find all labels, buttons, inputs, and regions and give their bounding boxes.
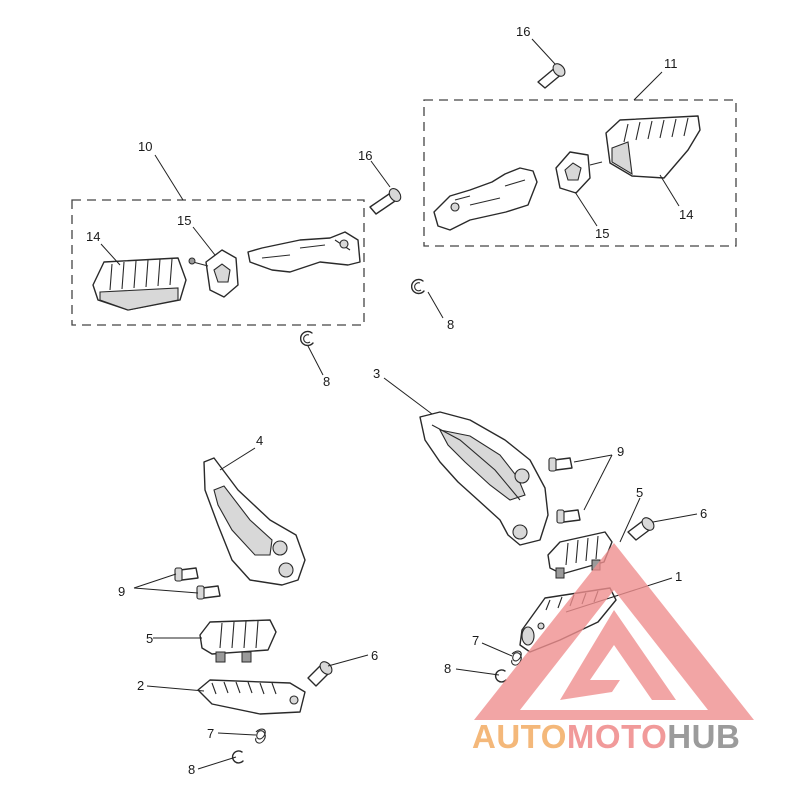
callout-4: 4 <box>256 433 263 448</box>
pin-16-top <box>537 63 566 89</box>
bolt-9-left-upper <box>174 567 199 582</box>
pin-16-middle <box>369 188 402 215</box>
circlip-8-middle <box>410 278 425 295</box>
pin-6-left <box>307 661 333 687</box>
footrest-hanger-right <box>433 167 538 231</box>
spring-7-right <box>511 650 522 666</box>
assembly-box-10 <box>71 199 365 326</box>
callout-16-middle: 16 <box>358 148 372 163</box>
callout-8-left-bottom: 8 <box>188 762 195 777</box>
callout-14-left: 14 <box>86 229 100 244</box>
callout-16-top: 16 <box>516 24 530 39</box>
callout-15-left: 15 <box>177 213 191 228</box>
assembly-box-11 <box>423 99 737 247</box>
watermark-triangle-icon <box>474 543 754 720</box>
callout-8-middle: 8 <box>447 317 454 332</box>
circlip-8-left-bottom <box>231 750 244 764</box>
callout-14-right: 14 <box>679 207 693 222</box>
watermark-auto: AUTO <box>472 718 567 755</box>
callout-6-right: 6 <box>700 506 707 521</box>
bolt-9-left-lower <box>196 585 221 600</box>
callout-15-right: 15 <box>595 226 609 241</box>
callout-1: 1 <box>675 569 682 584</box>
bolt-9-right-upper <box>548 457 573 472</box>
callout-5-right: 5 <box>636 485 643 500</box>
footpeg-2-left <box>197 679 306 715</box>
callout-2: 2 <box>137 678 144 693</box>
callout-8-left-top: 8 <box>323 374 330 389</box>
watermark-hub: HUB <box>667 718 740 755</box>
heel-guard-4 <box>203 457 306 586</box>
mount-plate-15-left <box>188 249 239 298</box>
mount-plate-15-right <box>555 151 603 194</box>
callout-9-right: 9 <box>617 444 624 459</box>
footrest-hanger-left <box>247 231 361 273</box>
watermark-moto: MOTO <box>567 718 667 755</box>
callout-6-left: 6 <box>371 648 378 663</box>
pin-6-right <box>627 517 655 541</box>
footpeg-rubber-5-left <box>199 619 277 663</box>
callout-7-right: 7 <box>472 633 479 648</box>
watermark-a-inner-icon <box>560 610 676 700</box>
callout-7-left: 7 <box>207 726 214 741</box>
spring-7-left <box>255 728 266 744</box>
callout-11: 11 <box>664 56 678 71</box>
svg-text:AUTOMOTOHUB: AUTOMOTOHUB <box>472 718 740 755</box>
callout-8-right-bottom: 8 <box>444 661 451 676</box>
callout-3: 3 <box>373 366 380 381</box>
callout-5-left: 5 <box>146 631 153 646</box>
watermark-logo <box>474 543 754 720</box>
callout-9-left: 9 <box>118 584 125 599</box>
footpeg-rubber-14-left <box>92 257 187 311</box>
circlip-8-left-top <box>299 330 314 347</box>
heel-guard-3 <box>419 411 549 546</box>
circlip-8-right-bottom <box>494 669 507 683</box>
footpeg-rubber-14-right <box>605 115 701 179</box>
watermark-text: AUTOMOTOHUB <box>472 718 740 755</box>
callout-10: 10 <box>138 139 152 154</box>
bolt-9-right-lower <box>556 509 581 524</box>
